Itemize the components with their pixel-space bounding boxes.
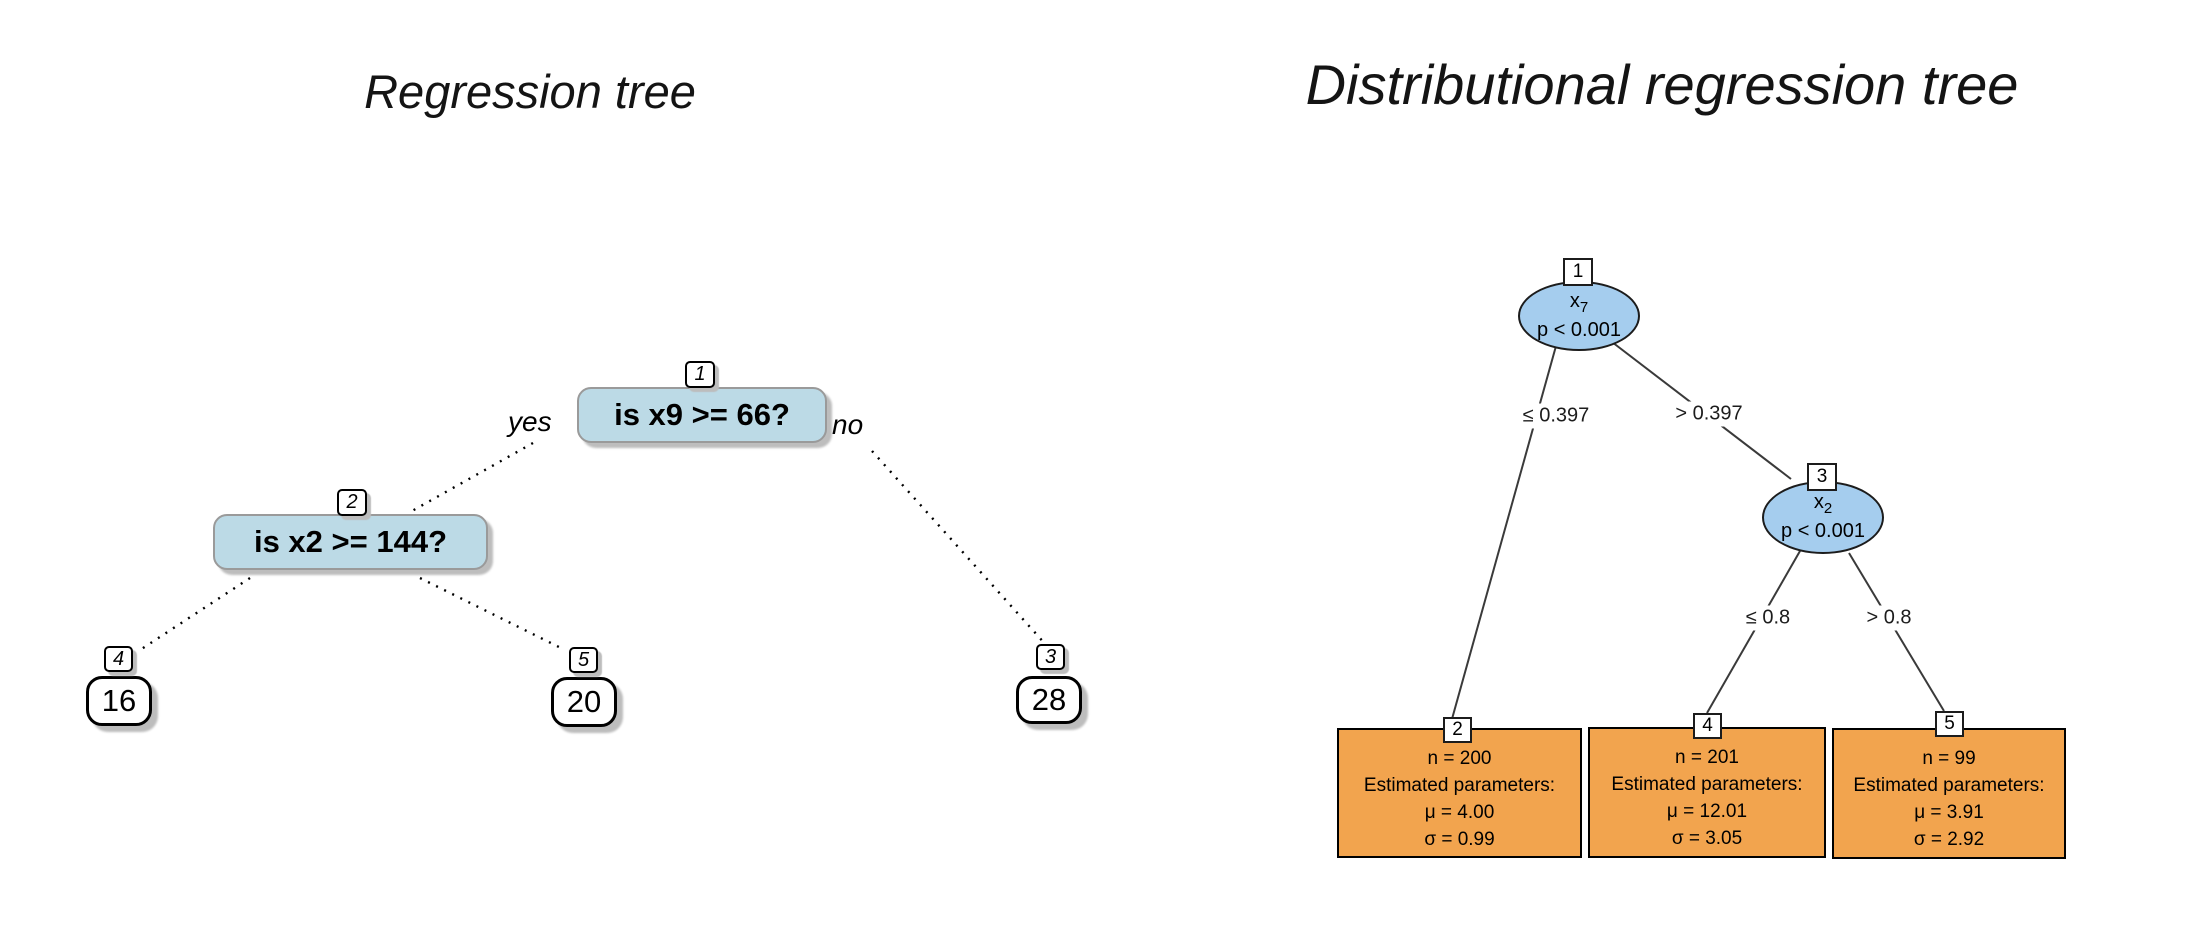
terminal-node-4-mu: μ = 12.01: [1666, 801, 1748, 822]
terminal-node-4-n: n = 201: [1675, 747, 1739, 768]
leaf-node-4: 16: [86, 676, 152, 726]
terminal-node-2-sigma: σ = 0.99: [1424, 829, 1495, 850]
terminal-node-2-n: n = 200: [1427, 748, 1492, 769]
inner-node-3-variable: x2: [1814, 492, 1832, 519]
terminal-node-5-header: Estimated parameters:: [1853, 775, 2045, 796]
node-1-id-tag: 1: [685, 361, 715, 388]
leaf-node-4-value: 16: [101, 683, 137, 718]
terminal-node-4-header: Estimated parameters:: [1611, 774, 1803, 795]
inner-node-1-p-value: p < 0.001: [1537, 318, 1621, 341]
terminal-node-2-id-tag: 2: [1443, 717, 1472, 743]
edge-rnode3-to-terminal5: [1848, 552, 1945, 712]
leaf-node-5-value: 20: [566, 684, 602, 719]
terminal-node-5-sigma: σ = 2.92: [1913, 829, 1985, 850]
node-5-id-tag: 5: [569, 647, 598, 673]
terminal-node-2: n = 200 Estimated parameters: μ = 4.00 σ…: [1337, 728, 1582, 858]
terminal-node-2-header: Estimated parameters:: [1363, 775, 1556, 796]
inner-node-1: x7 p < 0.001: [1518, 281, 1640, 351]
inner-node-1-variable: x7: [1570, 291, 1588, 318]
inner-node-1-var-subscript: 7: [1579, 298, 1589, 316]
leaf-node-3: 28: [1016, 676, 1082, 724]
terminal-node-4: n = 201 Estimated parameters: μ = 12.01 …: [1588, 727, 1826, 858]
yes-branch-label: yes: [508, 406, 552, 437]
edge-node1-to-node2: [411, 441, 534, 513]
leaf-node-5: 20: [551, 677, 617, 727]
edge-node2-to-leaf5: [419, 576, 566, 652]
terminal-node-5-n: n = 99: [1922, 748, 1976, 769]
terminal-node-4-sigma: σ = 3.05: [1671, 828, 1743, 849]
inner-node-1-id-tag: 1: [1563, 258, 1593, 286]
edge-label-le-0397: ≤ 0.397: [1518, 403, 1594, 429]
leaf-node-3-value: 28: [1031, 682, 1067, 717]
inner-node-3-var-subscript: 2: [1823, 500, 1833, 517]
edge-label-le-08: ≤ 0.8: [1741, 605, 1795, 631]
distributional-tree-title: Distributional regression tree: [1305, 53, 2019, 116]
node-2-id-tag: 2: [337, 489, 367, 516]
edge-label-gt-08: > 0.8: [1862, 605, 1916, 631]
edge-label-gt-0397: > 0.397: [1671, 401, 1747, 427]
terminal-node-5-mu: μ = 3.91: [1914, 802, 1984, 823]
regression-tree-title: Regression tree: [364, 65, 696, 118]
terminal-node-5-id-tag: 5: [1935, 711, 1964, 737]
terminal-node-4-id-tag: 4: [1693, 713, 1722, 739]
edge-rnode1-to-terminal2: [1451, 345, 1557, 720]
split-node-2-label: is x2 >= 144?: [253, 524, 448, 559]
edge-node1-to-leaf3: [871, 450, 1048, 647]
node-3-id-tag: 3: [1036, 644, 1065, 670]
inner-node-1-var-name: x: [1569, 289, 1580, 312]
terminal-node-2-mu: μ = 4.00: [1424, 802, 1495, 823]
edge-rnode3-to-terminal4: [1706, 550, 1801, 714]
split-node-1-label: is x9 >= 66?: [614, 397, 790, 432]
inner-node-3: x2 p < 0.001: [1762, 481, 1884, 554]
terminal-node-5: n = 99 Estimated parameters: μ = 3.91 σ …: [1832, 728, 2066, 859]
edge-node2-to-leaf4: [139, 576, 251, 652]
split-node-2: is x2 >= 144?: [213, 514, 488, 570]
no-branch-label: no: [832, 409, 864, 440]
split-node-1: is x9 >= 66?: [577, 387, 827, 443]
inner-node-3-var-name: x: [1813, 491, 1824, 513]
node-4-id-tag: 4: [104, 646, 133, 672]
inner-node-3-p-value: p < 0.001: [1781, 520, 1865, 542]
inner-node-3-id-tag: 3: [1807, 463, 1837, 491]
